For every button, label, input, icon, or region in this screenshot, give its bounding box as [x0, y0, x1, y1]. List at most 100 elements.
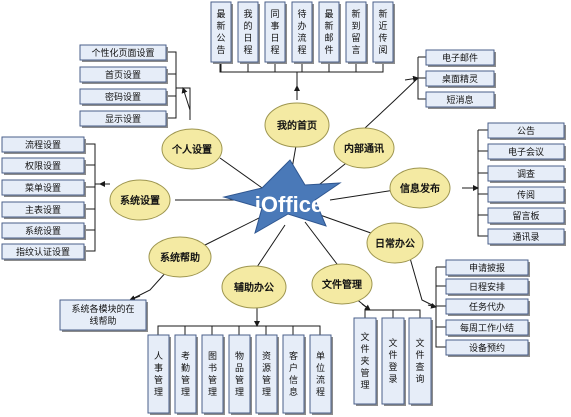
box-label: 电子会议 — [508, 146, 544, 158]
box-label: 最新邮件 — [324, 9, 333, 56]
node-help: 系统帮助 — [148, 236, 212, 278]
personal-box: 个性化页面设置 — [79, 44, 168, 62]
box-label: 资源管理 — [262, 351, 271, 398]
box-label: 每周工作小结 — [460, 322, 514, 334]
box-frame — [1, 222, 85, 239]
center-star: iOffice — [222, 159, 342, 235]
box-frame — [237, 1, 259, 63]
box-frame — [487, 165, 565, 182]
box-label: 系统设置 — [25, 225, 61, 237]
box-label: 密码设置 — [105, 91, 141, 103]
box-label: 单位流程 — [316, 350, 325, 398]
box-label: 文件夹管理 — [360, 331, 369, 391]
box-label: 同事日程 — [270, 9, 279, 56]
box-frame — [381, 317, 405, 405]
box-frame — [309, 334, 332, 414]
box-frame — [487, 207, 565, 224]
connector — [361, 303, 371, 311]
box-label: 指纹认证设置 — [16, 246, 70, 258]
info-box: 通讯录 — [487, 228, 566, 246]
box-frame — [425, 91, 495, 108]
box-label: 调查 — [517, 168, 535, 180]
node-label: 个人设置 — [171, 143, 212, 156]
box-label: 新到留言 — [351, 8, 360, 56]
box-frame — [445, 319, 529, 336]
box-label: 客户信息 — [289, 350, 298, 398]
node-shape — [161, 128, 223, 170]
connector — [329, 189, 396, 201]
comm-box: 短消息 — [425, 91, 496, 109]
node-daily: 日常办公 — [366, 222, 424, 264]
top-box: 最新邮件 — [318, 1, 341, 64]
system-box: 系统设置 — [1, 222, 86, 240]
box-label: 传阅 — [517, 189, 535, 201]
node-shape — [148, 236, 212, 278]
box-frame — [147, 334, 170, 414]
aux-box: 物品管理 — [228, 334, 252, 415]
top-box: 同事日程 — [264, 1, 287, 64]
box-frame — [174, 334, 197, 414]
box-label: 主表设置 — [25, 204, 61, 216]
box-label: 首页设置 — [105, 69, 141, 81]
category-nodes: 我的首页个人设置内部通讯系统设置信息发布日常办公系统帮助辅助办公文件管理 — [109, 102, 451, 309]
box-frame — [487, 143, 565, 160]
top-box: 新到留言 — [345, 1, 368, 64]
box-frame — [79, 66, 167, 83]
box-frame — [445, 298, 529, 315]
top-box: 新近传阅 — [372, 1, 395, 64]
box-label: 申请披报 — [469, 262, 505, 274]
box-label: 人事管理 — [154, 351, 163, 398]
aux-box: 图书管理 — [201, 334, 225, 415]
node-internal: 内部通讯 — [333, 127, 395, 169]
box-label: 桌面精灵 — [442, 73, 478, 85]
box-label: 图书管理 — [208, 351, 217, 398]
aux-box: 资源管理 — [255, 334, 279, 415]
system-box: 指纹认证设置 — [1, 243, 86, 261]
connector — [427, 302, 437, 309]
personal-box: 首页设置 — [79, 66, 168, 84]
box-label: 公告 — [517, 125, 535, 137]
box-frame — [1, 157, 85, 174]
connector — [314, 159, 351, 189]
box-frame — [445, 259, 529, 276]
system-box: 权限设置 — [1, 157, 86, 175]
daily-box: 任务代办 — [445, 298, 530, 316]
box-frame — [372, 1, 394, 63]
box-frame — [1, 243, 85, 260]
connector — [219, 157, 266, 191]
box-frame — [318, 1, 340, 63]
personal-box: 显示设置 — [79, 110, 168, 128]
comm-box: 电子邮件 — [425, 49, 496, 67]
box-label: 新近传阅 — [378, 8, 387, 56]
center-label: iOffice — [255, 192, 323, 217]
aux-box: 考勤管理 — [174, 334, 198, 415]
node-aux: 辅助办公 — [221, 265, 287, 309]
node-shape — [333, 127, 395, 169]
box-frame — [79, 88, 167, 105]
node-system: 系统设置 — [109, 179, 171, 221]
node-shape — [366, 222, 424, 264]
box-frame — [445, 339, 529, 356]
box-frame — [353, 317, 377, 405]
box-label: 日程安排 — [469, 281, 505, 293]
box-frame — [1, 179, 85, 196]
box-frame — [255, 334, 278, 414]
box-label: 考勤管理 — [181, 351, 190, 398]
connector — [435, 267, 446, 348]
box-frame — [425, 70, 495, 87]
connector — [129, 269, 169, 301]
aux-box: 客户信息 — [282, 334, 306, 415]
box-frame — [79, 110, 167, 127]
node-shape — [389, 167, 451, 209]
connector — [477, 130, 488, 237]
box-label: 我的日程 — [243, 9, 252, 56]
box-frame — [228, 334, 251, 414]
box-frame — [264, 1, 286, 63]
personal-box: 密码设置 — [79, 88, 168, 106]
info-box: 留言板 — [487, 207, 566, 225]
box-label: 个性化页面设置 — [91, 47, 154, 59]
info-box: 调查 — [487, 165, 566, 183]
box-label: 显示设置 — [105, 114, 141, 125]
